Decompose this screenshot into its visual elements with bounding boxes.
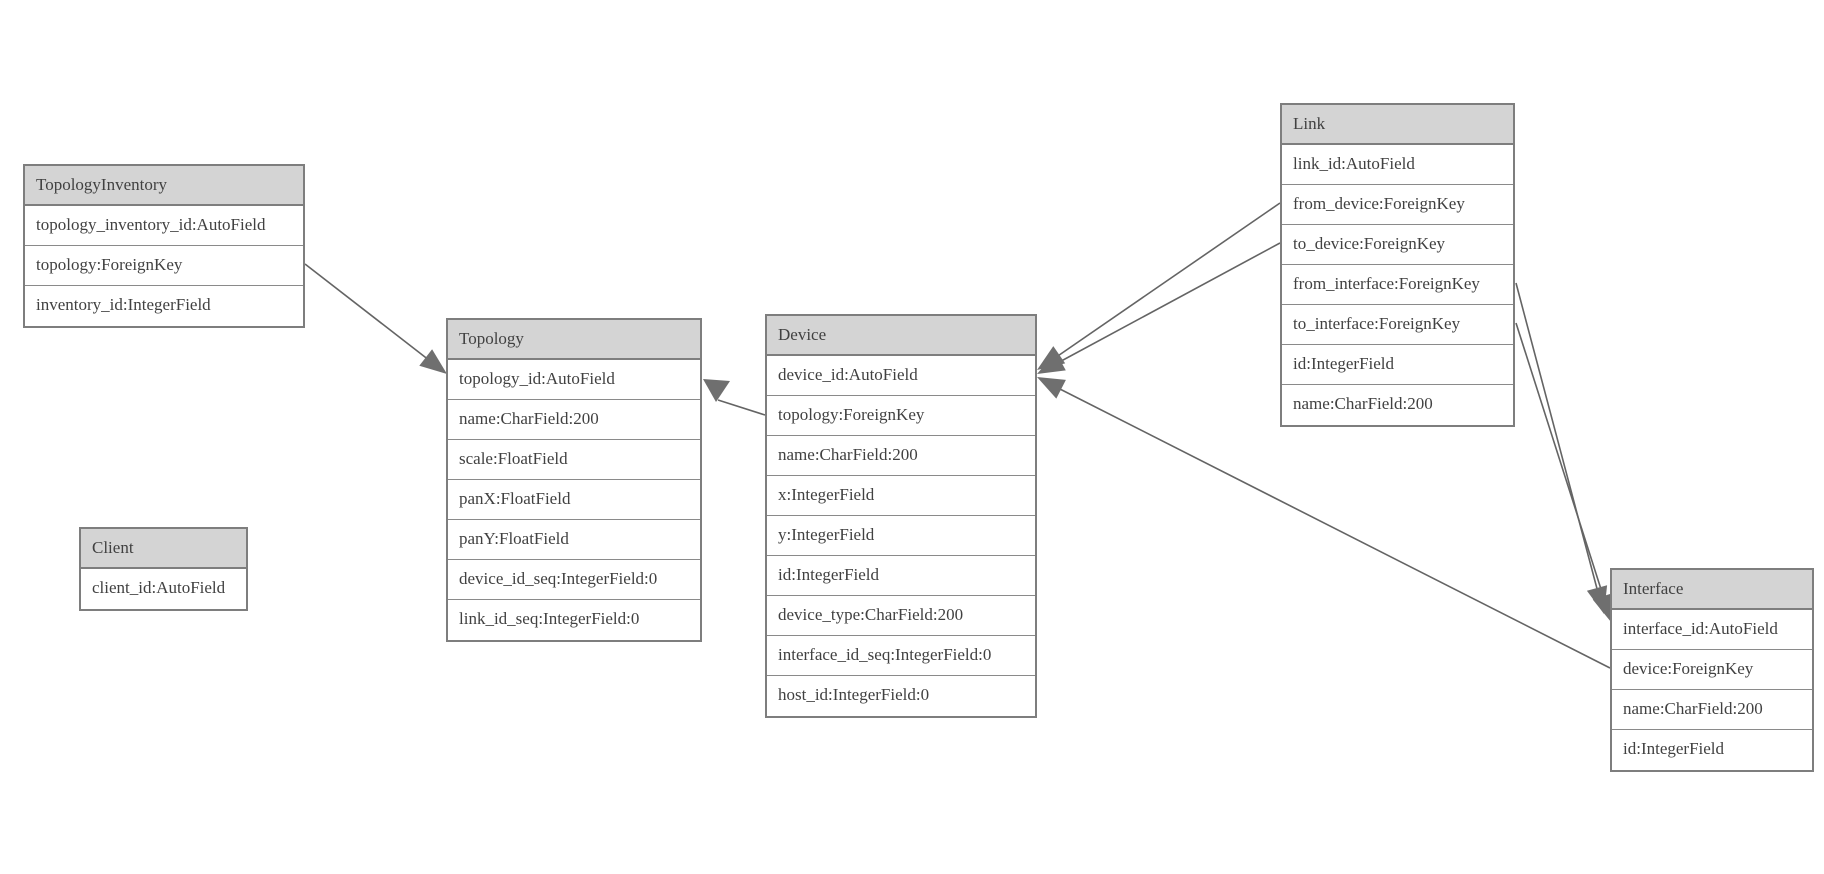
field-row: device_type:CharField:200 <box>767 596 1035 636</box>
entity-interface-title: Interface <box>1612 570 1812 610</box>
arrowhead-into-topology-left <box>419 349 447 374</box>
field-row: id:IntegerField <box>1612 730 1812 770</box>
relationship-line-link-tointerface-interface <box>1515 322 1608 609</box>
relationship-line-link-fromdevice-device <box>1051 202 1281 361</box>
field-row: x:IntegerField <box>767 476 1035 516</box>
field-row: interface_id_seq:IntegerField:0 <box>767 636 1035 676</box>
entity-topology: Topology topology_id:AutoField name:Char… <box>446 318 702 642</box>
field-row: device_id_seq:IntegerField:0 <box>448 560 700 600</box>
field-row: interface_id:AutoField <box>1612 610 1812 650</box>
relationship-line-link-frominterface-interface <box>1515 282 1601 601</box>
field-row: topology:ForeignKey <box>25 246 303 286</box>
arrowhead-into-topology-right <box>703 379 730 402</box>
field-row: topology:ForeignKey <box>767 396 1035 436</box>
field-row: panX:FloatField <box>448 480 700 520</box>
field-row: name:CharField:200 <box>767 436 1035 476</box>
arrowhead-into-device-3 <box>1037 377 1066 399</box>
field-row: y:IntegerField <box>767 516 1035 556</box>
arrowhead-into-interface-2 <box>1592 593 1613 622</box>
field-row: scale:FloatField <box>448 440 700 480</box>
field-row: id:IntegerField <box>1282 345 1513 385</box>
entity-device-title: Device <box>767 316 1035 356</box>
field-row: client_id:AutoField <box>81 569 246 609</box>
relationship-line-interface-device <box>1051 384 1611 669</box>
field-row: id:IntegerField <box>767 556 1035 596</box>
field-row: topology_inventory_id:AutoField <box>25 206 303 246</box>
relationship-line-device-topology <box>717 399 766 416</box>
entity-topology-inventory-title: TopologyInventory <box>25 166 303 206</box>
field-row: topology_id:AutoField <box>448 360 700 400</box>
field-row: name:CharField:200 <box>1612 690 1812 730</box>
entity-client-title: Client <box>81 529 246 569</box>
field-row: from_device:ForeignKey <box>1282 185 1513 225</box>
field-row: link_id:AutoField <box>1282 145 1513 185</box>
entity-interface: Interface interface_id:AutoField device:… <box>1610 568 1814 772</box>
field-row: link_id_seq:IntegerField:0 <box>448 600 700 640</box>
field-row: from_interface:ForeignKey <box>1282 265 1513 305</box>
entity-device: Device device_id:AutoField topology:Fore… <box>765 314 1037 718</box>
entity-topology-inventory: TopologyInventory topology_inventory_id:… <box>23 164 305 328</box>
entity-topology-title: Topology <box>448 320 700 360</box>
field-row: to_interface:ForeignKey <box>1282 305 1513 345</box>
field-row: device:ForeignKey <box>1612 650 1812 690</box>
field-row: inventory_id:IntegerField <box>25 286 303 326</box>
arrowhead-into-device-2 <box>1037 352 1066 374</box>
entity-client: Client client_id:AutoField <box>79 527 248 611</box>
field-row: name:CharField:200 <box>1282 385 1513 425</box>
field-row: host_id:IntegerField:0 <box>767 676 1035 716</box>
relationship-line-link-todevice-device <box>1051 242 1281 367</box>
field-row: to_device:ForeignKey <box>1282 225 1513 265</box>
entity-link: Link link_id:AutoField from_device:Forei… <box>1280 103 1515 427</box>
field-row: device_id:AutoField <box>767 356 1035 396</box>
entity-link-title: Link <box>1282 105 1513 145</box>
field-row: panY:FloatField <box>448 520 700 560</box>
field-row: name:CharField:200 <box>448 400 700 440</box>
relationship-line-topologyinventory-topology <box>304 263 435 365</box>
